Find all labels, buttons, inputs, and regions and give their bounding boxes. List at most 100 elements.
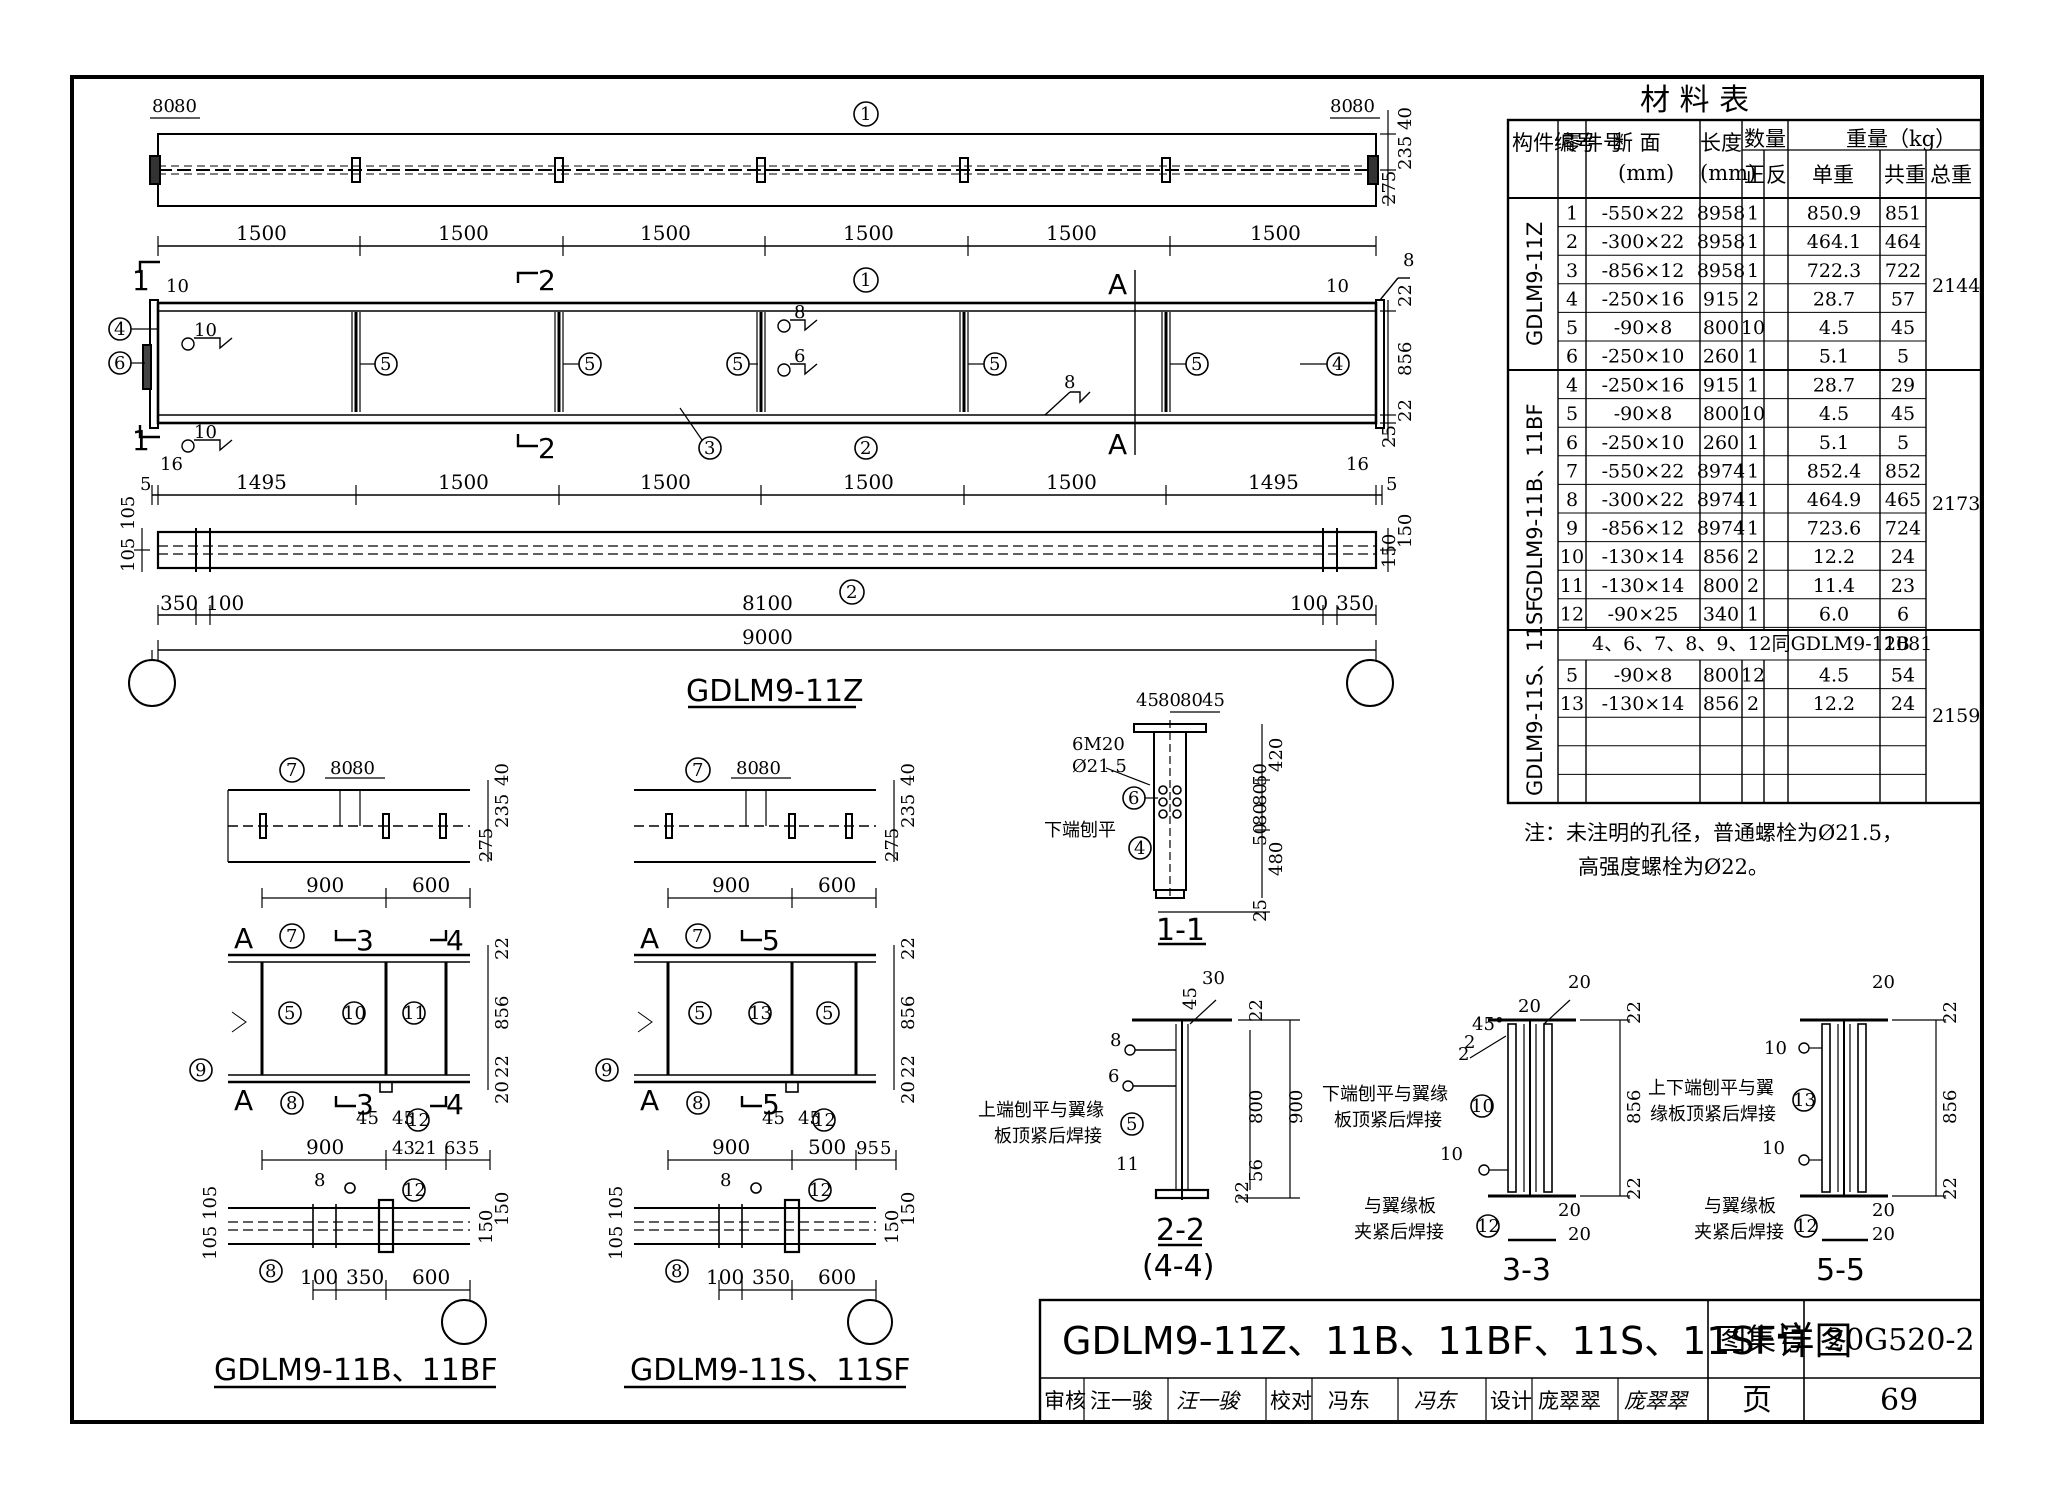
table-cell-length: 915 [1703,375,1739,397]
text-layer: GDLM9-11Z 1500 1500 1500 1500 1500 1500 … [114,83,1980,1418]
table-cell-unit: 850.9 [1807,203,1861,225]
main-dim-10-left: 10 [166,276,189,297]
table-cell-length: 856 [1703,693,1739,715]
section-1-1-top-45b: 45 [1202,690,1225,711]
view-b-part-5: 5 [284,1003,295,1024]
main-part-2-elev: 2 [860,438,871,459]
table-cell-section: -90×8 [1614,403,1673,425]
table-cell-sum: 24 [1891,546,1915,568]
table-cell-qty: 1 [1747,489,1759,511]
view-b-bot-100: 100 [300,1265,338,1289]
section-5-5-caption: 5-5 [1816,1253,1865,1288]
main-part-2-bot: 2 [846,582,857,603]
view-b-h150a: 150 [476,1210,497,1244]
section-1-1 [1105,711,1270,946]
section-1-1-h25: 25 [1250,899,1271,922]
view-s-bot-600: 600 [818,1265,856,1289]
table-cell-part: 9 [1566,518,1578,540]
section-1-1-h80b: 80 [1250,803,1271,826]
title-role-check: 校对 [1270,1389,1312,1413]
view-s-part-5b: 5 [822,1003,833,1024]
view-b-h40: 40 [492,763,513,786]
table-cell-section: -550×22 [1602,203,1685,225]
main-dim-5-right: 5 [1386,474,1397,495]
main-part-5-e: 5 [1191,354,1202,375]
table-cell-qty: 1 [1747,375,1759,397]
table-cell-section: -250×16 [1602,288,1685,310]
table-cell-section: -90×8 [1614,665,1673,687]
table-cell-part: 1 [1566,203,1578,225]
table-cell-sum: 464 [1885,231,1921,253]
section-1-1-caption: 1-1 [1156,913,1205,948]
section-5-5-856: 856 [1940,1090,1961,1124]
view-b-h856: 856 [492,996,513,1030]
view-b-mid-63: 63 [444,1138,467,1159]
note-line-1: 注：未注明的孔径，普通螺栓为Ø21.5， [1524,821,1903,845]
view-b-h235: 235 [492,794,513,828]
main-cut-A-bot: A [1108,428,1127,461]
main-mid-dim-3: 1500 [640,470,691,494]
section-1-1-h50a: 50 [1250,763,1271,786]
note-line-2: 高强度螺栓为Ø22。 [1578,855,1769,879]
view-b-part-9: 9 [195,1060,206,1081]
section-2-2-caption: 2-2 [1156,1213,1205,1248]
table-cell-qty: 1 [1747,432,1759,454]
section-5-5-20c: 20 [1872,1224,1895,1245]
view-s-900: 900 [712,873,750,897]
view-s-part-13: 13 [749,1003,772,1024]
table-cell-sum: 5 [1897,346,1909,368]
table-group-z: GDLM9-11Z [1523,222,1547,346]
view-b-part-7b: 7 [286,926,297,947]
view-b [189,757,496,1389]
view-s-mid-900: 900 [712,1135,750,1159]
main-part-5-d: 5 [989,354,1000,375]
view-b-part-11: 11 [403,1003,426,1024]
main-cut-2-top: 2 [538,264,556,297]
section-1-1-top-80b: 80 [1180,690,1203,711]
view-b-part-12a: 12 [407,1110,430,1131]
table-cell-unit: 28.7 [1813,288,1855,310]
view-s-part-7b: 7 [692,926,703,947]
table-cell-qty: 1 [1747,460,1759,482]
main-end-dim-right-b: 80 [1352,96,1375,117]
table-cell-unit: 464.1 [1807,231,1861,253]
table-cell-sum: 465 [1885,489,1921,511]
main-bot-dim-100-left: 100 [206,591,244,615]
table-cell-sum: 45 [1891,403,1915,425]
main-mid-dim-5: 1500 [1046,470,1097,494]
table-header-qty: 数量 [1744,127,1786,151]
section-3-3-note4: 夹紧后焊接 [1354,1222,1444,1243]
section-3-3-weld-2a: 2 [1464,1032,1475,1053]
table-cell-length: 8974 [1697,489,1745,511]
title-name-review: 汪一骏 [1090,1389,1153,1413]
view-s-h105a: 105 [606,1226,627,1260]
view-b-80b: 80 [352,758,375,779]
table-cell-qty: 2 [1747,575,1759,597]
main-end-dim-left-b: 80 [174,96,197,117]
section-2-2-30: 30 [1202,968,1225,989]
view-b-h22a: 22 [492,937,513,960]
table-cell-unit: 28.7 [1813,375,1855,397]
main-view [108,101,1410,709]
main-total-dim: 9000 [742,625,793,649]
table-cell-sum: 851 [1885,203,1921,225]
table-cell-qty: 10 [1741,317,1765,339]
section-1-1-note: 下端刨平 [1044,820,1116,841]
table-cell-qty: 1 [1747,260,1759,282]
table-same-note: 4、6、7、8、9、12同GDLM9-11B [1592,633,1910,655]
main-web-856: 856 [1395,342,1416,376]
section-2-2-22a: 22 [1246,999,1267,1022]
main-part-5-a: 5 [380,354,391,375]
view-s-600: 600 [818,873,856,897]
section-2-2-900: 900 [1286,1090,1307,1124]
section-1-1-h80a: 80 [1250,783,1271,806]
section-5-5-part-12: 12 [1795,1216,1818,1237]
table-cell-section: -130×14 [1602,546,1685,568]
main-top-dim-6: 1500 [1250,221,1301,245]
main-top-dim-5: 1500 [1046,221,1097,245]
table-cell-length: 800 [1703,403,1739,425]
table-cell-section: -130×14 [1602,693,1685,715]
main-bot-150b: 150 [1395,514,1416,548]
main-bot-dim-350-right: 350 [1336,591,1374,615]
